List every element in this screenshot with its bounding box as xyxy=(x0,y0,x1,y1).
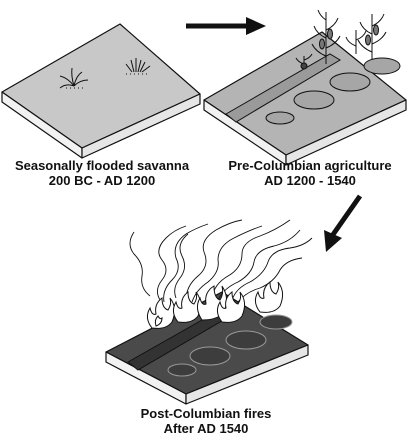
fires-caption: Post-Columbian fires After AD 1540 xyxy=(106,406,306,436)
maize-plant-icon xyxy=(357,13,387,60)
savanna-block xyxy=(1,23,201,159)
smoke-icon xyxy=(129,219,313,303)
grass-tuft-icon xyxy=(59,67,89,89)
maize-plant-icon xyxy=(295,53,313,70)
agriculture-period: AD 1200 - 1540 xyxy=(264,173,356,188)
fires-period: After AD 1540 xyxy=(163,421,249,436)
savanna-title: Seasonally flooded savanna xyxy=(14,158,190,173)
arrow-icon xyxy=(324,194,363,252)
burned-block-right xyxy=(185,344,309,405)
burned-block xyxy=(105,291,309,405)
fire-icon xyxy=(254,280,284,313)
savanna-block-right xyxy=(81,93,201,159)
burned-field-mounds xyxy=(167,314,293,377)
fire-icon xyxy=(216,290,246,323)
grass-tuft-icon xyxy=(125,58,151,75)
savanna-period: 200 BC - AD 1200 xyxy=(48,173,156,188)
maize-plant-icon xyxy=(345,30,367,54)
maize-plant-icon xyxy=(311,9,341,64)
fire-icon xyxy=(146,296,176,329)
arrow-icon xyxy=(186,17,266,35)
agriculture-block-right xyxy=(285,99,407,166)
agriculture-title: Pre-Columbian agriculture xyxy=(228,158,392,173)
raised-field-canal xyxy=(225,53,341,123)
agriculture-caption: Pre-Columbian agriculture AD 1200 - 1540 xyxy=(210,158,410,188)
raised-field-mounds xyxy=(265,57,401,125)
savanna-caption: Seasonally flooded savanna 200 BC - AD 1… xyxy=(2,158,202,188)
fire-icon xyxy=(172,290,202,323)
fires-title: Post-Columbian fires xyxy=(140,406,272,421)
savanna-block-top xyxy=(1,23,201,149)
